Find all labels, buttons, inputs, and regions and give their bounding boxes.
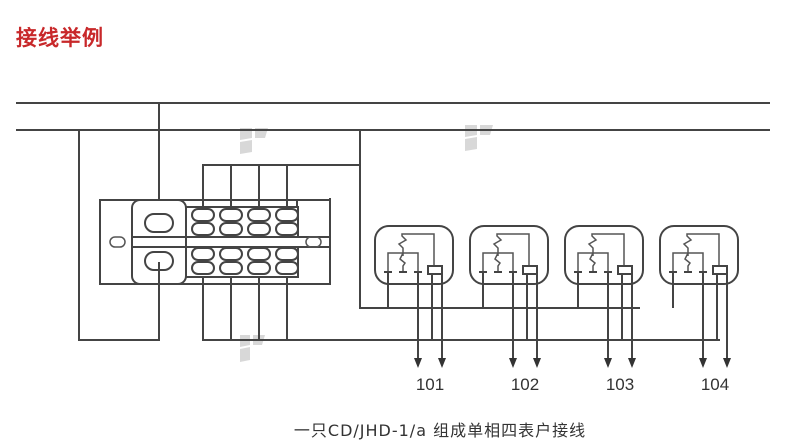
terminal-screws [191,208,299,275]
arrow-icon [723,358,731,368]
terminal-screw [191,208,215,222]
outputs: 101 102 103 104 [414,358,731,394]
terminal-screw [219,222,243,236]
terminal-screw [219,261,243,275]
meter-coil [587,233,625,266]
meter-3 [564,225,644,365]
terminal-screw [191,261,215,275]
terminal-screw [219,247,243,261]
meter-coil [492,233,530,266]
meter-terminal-box [522,265,538,275]
terminal-screw [275,222,299,236]
neutral-return [202,277,720,341]
wire [296,199,330,208]
section-title: 接线举例 [16,26,104,50]
meter-housing [374,225,454,285]
terminal-screw [247,208,271,222]
meter-terminal-box [427,265,443,275]
meter-coil [684,252,692,272]
meter-coil [494,252,502,272]
meter-4 [659,225,739,365]
terminal-screw [191,222,215,236]
arrow-icon [533,358,541,368]
output-label: 103 [606,375,634,394]
wire [78,130,160,341]
meter-terminal-box [617,265,633,275]
meter-housing [564,225,644,285]
output-label: 104 [701,375,729,394]
terminal-screw [275,247,299,261]
watermark-logo [240,128,268,154]
terminal-block [99,199,331,285]
diagram-caption: 一只CD/JHD-1/a 组成单相四表户接线 [293,421,587,440]
meter-terminal-box [712,265,728,275]
meter-housing [469,225,549,285]
meters [374,225,739,365]
meter-coil [682,233,720,266]
terminal-screw [247,261,271,275]
arrow-icon [414,358,422,368]
meter-coil [397,233,435,266]
wire [202,130,361,208]
meter-coil [399,252,407,272]
terminal-screw [275,261,299,275]
arrow-icon [438,358,446,368]
meter-coil [589,252,597,272]
meter-housing [659,225,739,285]
arrow-icon [628,358,636,368]
output-label: 101 [416,375,444,394]
meter-2 [469,225,549,365]
meter-1 [374,225,454,365]
watermark-logo [465,125,493,151]
wire [359,130,377,309]
terminal-screw [247,222,271,236]
output-label: 102 [511,375,539,394]
terminal-screw [191,247,215,261]
terminal-screw [247,247,271,261]
terminal-screw [275,208,299,222]
arrow-icon [604,358,612,368]
arrow-icon [509,358,517,368]
terminal-screw [219,208,243,222]
arrow-icon [699,358,707,368]
